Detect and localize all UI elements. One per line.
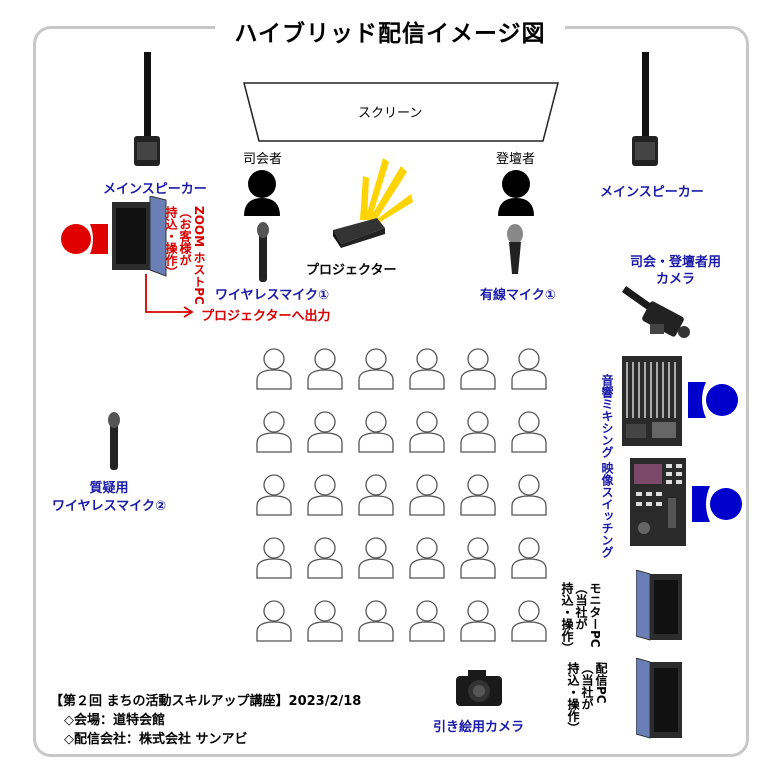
audience-seat — [358, 411, 394, 453]
projector-output-label: プロジェクターへ出力 — [201, 309, 331, 324]
audio-operator-icon — [688, 382, 738, 418]
screen-shape — [243, 82, 559, 142]
monitor-pc-label-line1: モニターPC — [588, 582, 602, 648]
streaming-pc-label: 配信PC （当社が 持込・操作） — [566, 662, 608, 734]
audience-seat — [307, 474, 343, 516]
wireless-mic-1-label: ワイヤレスマイク① — [215, 288, 329, 303]
audio-mixing-label: 音響ミキシング — [600, 374, 614, 458]
wide-camera-label: 引き絵用カメラ — [433, 720, 525, 735]
audience-seat — [460, 600, 496, 642]
audience-seat — [307, 348, 343, 390]
zoom-host-label-line2: （お客様が — [178, 206, 192, 266]
qa-mic-label-line1: 質疑用 — [89, 481, 129, 496]
audience-seat — [409, 411, 445, 453]
wide-camera-icon — [456, 670, 502, 706]
projector-output-arrow — [145, 274, 194, 318]
zoom-host-label: ZOOM ホストPC （お客様が 持込・操作） — [164, 206, 206, 305]
wired-mic-1-icon — [507, 224, 523, 274]
audience-seat — [409, 537, 445, 579]
speaker-person-icon — [498, 170, 534, 216]
audience-seat — [511, 411, 547, 453]
video-switcher-icon — [630, 458, 686, 546]
zoom-host-label-line1: ZOOM ホストPC — [192, 206, 206, 305]
audience-seat — [460, 474, 496, 516]
zoom-host-laptop-icon — [112, 196, 167, 277]
video-operator-icon — [692, 486, 742, 522]
streaming-pc-label-line1: 配信PC — [594, 662, 608, 704]
event-info: 【第２回 まちの活動スキルアップ講座】2023/2/18 ◇会場：道特会館 ◇配… — [50, 692, 361, 749]
audience-seat — [409, 600, 445, 642]
audience-seat — [511, 600, 547, 642]
monitor-pc-label-line2: （当社が — [574, 582, 588, 630]
audience-seat — [409, 348, 445, 390]
speaker-label: 登壇者 — [496, 152, 536, 167]
monitor-pc-label-line3: 持込・操作） — [560, 582, 574, 654]
audience-grid — [255, 346, 561, 665]
wired-mic-1-label: 有線マイク① — [480, 288, 556, 303]
projector-icon — [333, 158, 413, 248]
audience-seat — [460, 411, 496, 453]
video-switching-label: 映像スイッチング — [600, 462, 614, 558]
audience-seat — [358, 474, 394, 516]
wireless-mic-2-icon — [108, 412, 120, 470]
audience-seat — [256, 600, 292, 642]
event-info-title: 【第２回 まちの活動スキルアップ講座】2023/2/18 — [50, 694, 362, 709]
audience-seat — [511, 474, 547, 516]
streaming-pc-label-line2: （当社が — [580, 662, 594, 710]
screen-label: スクリーン — [358, 106, 423, 121]
audience-seat — [511, 348, 547, 390]
moderator-person-icon — [244, 170, 280, 216]
camera-label: 司会・登壇者用 カメラ — [630, 254, 721, 288]
projector-label: プロジェクター — [306, 263, 397, 278]
audience-seat — [256, 348, 292, 390]
audience-seat — [256, 474, 292, 516]
audience-seat — [358, 537, 394, 579]
audio-mixer-icon — [622, 356, 682, 446]
event-info-venue: ◇会場：道特会館 — [64, 713, 165, 728]
audience-seat — [511, 537, 547, 579]
camera-label-line1: 司会・登壇者用 — [630, 255, 722, 270]
audience-seat — [358, 600, 394, 642]
streaming-pc-label-line3: 持込・操作） — [566, 662, 580, 734]
audience-seat — [460, 537, 496, 579]
audience-seat — [256, 537, 292, 579]
main-speaker-right-label: メインスピーカー — [600, 185, 704, 200]
zoom-host-person-icon — [61, 224, 108, 254]
wireless-mic-1-icon — [257, 222, 269, 282]
monitor-pc-label: モニターPC （当社が 持込・操作） — [560, 582, 602, 654]
video-camera-icon — [622, 286, 690, 338]
audience-seat — [307, 537, 343, 579]
audience-seat — [409, 474, 445, 516]
moderator-label: 司会者 — [243, 152, 283, 167]
main-speaker-left-label: メインスピーカー — [103, 182, 207, 197]
zoom-host-label-line3: 持込・操作） — [164, 206, 178, 278]
audience-seat — [307, 411, 343, 453]
event-info-company: ◇配信会社：株式会社 サンアビ — [64, 732, 248, 747]
audience-seat — [307, 600, 343, 642]
page-title: ハイブリッド配信イメージ図 — [215, 14, 565, 48]
qa-mic-label-line2: ワイヤレスマイク② — [52, 499, 166, 514]
streaming-pc-laptop-icon — [636, 658, 682, 739]
qa-mic-label: 質疑用 ワイヤレスマイク② — [52, 480, 166, 516]
camera-label-line2: カメラ — [656, 272, 696, 287]
audience-seat — [460, 348, 496, 390]
monitor-pc-laptop-icon — [636, 570, 682, 641]
audience-seat — [358, 348, 394, 390]
speaker-right-icon — [632, 52, 658, 166]
audience-seat — [256, 411, 292, 453]
speaker-left-icon — [134, 52, 160, 166]
